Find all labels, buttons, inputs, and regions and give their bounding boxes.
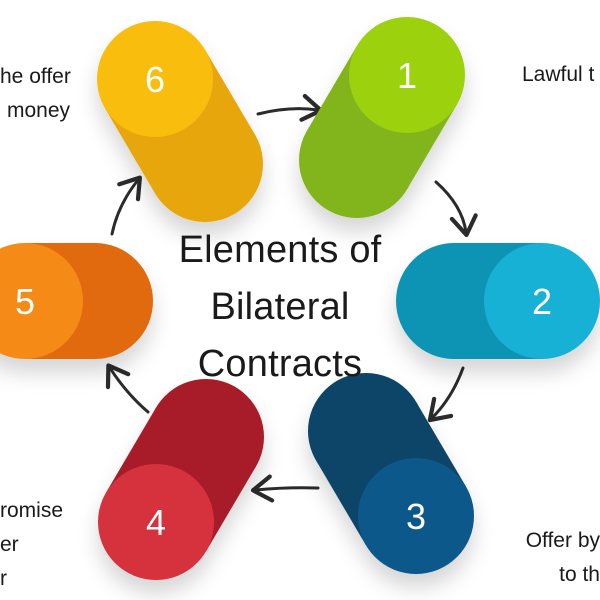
title-line-1: Elements of: [178, 229, 382, 271]
step-6-front-face: [97, 21, 213, 137]
arrow-2-to-3: [427, 366, 465, 423]
title-line-3: Contracts: [197, 343, 363, 385]
step-2-front-face: [484, 243, 600, 359]
caption-step6-line-1: he offer: [0, 65, 71, 88]
title-line-2: Bilateral: [210, 286, 350, 328]
step-6-number: 6: [145, 59, 165, 100]
arrow-5-to-6: [110, 175, 142, 236]
caption-step4-line-3: r: [0, 567, 7, 590]
step-3-cylinder: 3: [308, 373, 474, 574]
caption-step4-line-2: er: [0, 533, 19, 556]
caption-step6-line-2: money: [6, 99, 70, 122]
caption-step1-line-1: Lawful t: [522, 63, 595, 86]
caption-step4: romise er r: [0, 494, 63, 596]
arrow-1-to-2: [434, 180, 478, 238]
step-5-front-face: [0, 243, 83, 359]
arrow-6-to-1: [256, 93, 324, 122]
arrow-3-to-4: [250, 474, 320, 503]
step-6-cylinder: 6: [97, 21, 263, 222]
cycle-arrows: [105, 93, 478, 503]
caption-step3: Offer by to th: [520, 524, 600, 592]
step-5-number: 5: [15, 281, 35, 322]
caption-step3-line-2: to th: [559, 563, 600, 586]
caption-step6: he offer money: [0, 60, 71, 128]
caption-step3-line-1: Offer by: [525, 529, 600, 552]
step-1-number: 1: [397, 55, 417, 96]
step-5-cylinder: 5: [0, 243, 153, 359]
step-cylinders: 1 2 3 4 5 6: [0, 17, 600, 580]
step-4-number: 4: [146, 502, 166, 543]
step-1-cylinder: 1: [299, 17, 465, 218]
arrow-4-to-5: [105, 363, 150, 414]
step-1-front-face: [349, 17, 465, 133]
caption-step4-line-1: romise: [0, 499, 64, 522]
step-3-front-face: [358, 458, 474, 574]
step-4-cylinder: 4: [98, 379, 264, 580]
step-4-front-face: [98, 464, 214, 580]
caption-step1: Lawful t: [522, 58, 594, 92]
step-2-cylinder: 2: [396, 243, 600, 359]
step-3-number: 3: [406, 496, 426, 537]
diagram-title: Elements of Bilateral Contracts: [140, 222, 420, 393]
step-2-number: 2: [532, 281, 552, 322]
